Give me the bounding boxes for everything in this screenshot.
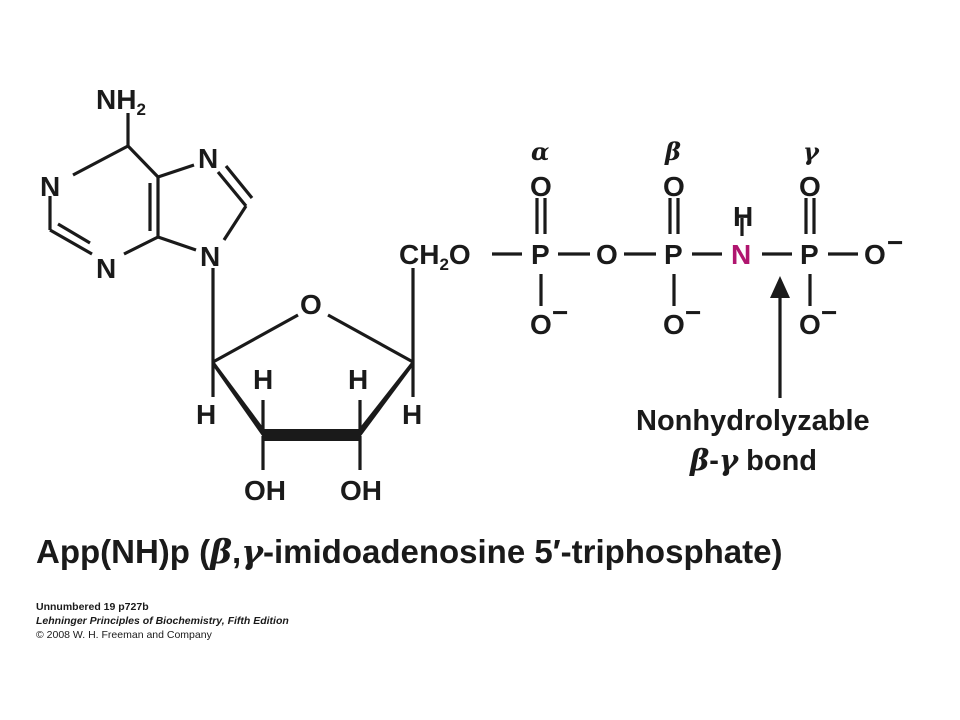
alpha-bottom-oxygen: O — [530, 309, 552, 340]
wedge-c4-c3 — [358, 360, 413, 440]
bond-c8-n9 — [222, 205, 248, 241]
terminal-oxygen-charge: − — [887, 227, 903, 258]
adenine-n1-label: N — [40, 171, 60, 202]
bridging-oxygen: O — [596, 239, 618, 270]
ribose-h1-label: H — [196, 399, 216, 430]
beta-top-oxygen: O — [663, 171, 685, 202]
bond-n7-c8 — [216, 170, 248, 208]
ch2o-label: CH2O — [399, 239, 471, 274]
phosphate-bonds — [492, 198, 858, 398]
credit-figure-id: Unnumbered 19 p727b — [36, 601, 149, 613]
ribose-h3-label: H — [348, 364, 368, 395]
ribose-bonds — [211, 268, 415, 470]
credit-copyright: © 2008 W. H. Freeman and Company — [36, 629, 212, 641]
molecule-title: App(NH)p (β,γ-imidoadenosine 5′-triphosp… — [36, 532, 783, 571]
credit-book-title: Lehninger Principles of Biochemistry, Fi… — [36, 615, 289, 627]
imido-nitrogen: N — [731, 239, 751, 270]
bond-n7-c8-double — [224, 164, 254, 200]
adenine-bonds — [48, 113, 254, 362]
beta-label: β — [664, 137, 681, 166]
bond-o-c4prime — [327, 313, 414, 364]
structure-diagram: NH2 N N N N O H H H H OH OH CH2O P O P N… — [40, 84, 903, 506]
bond-c4-n9 — [157, 235, 197, 252]
bond-c1prime-o — [212, 313, 299, 364]
gamma-label: γ — [803, 137, 820, 166]
arrow-head — [770, 276, 790, 298]
phosphorus-beta: P — [664, 239, 683, 270]
alpha-top-oxygen: O — [530, 171, 552, 202]
phosphorus-alpha: P — [531, 239, 550, 270]
adenine-n7-label: N — [198, 143, 218, 174]
adenine-n3-label: N — [96, 253, 116, 284]
bond-c2-n3 — [49, 228, 93, 256]
ribose-oh3-label: OH — [340, 475, 382, 506]
alpha-bottom-charge: − — [552, 297, 568, 328]
wedge-c2-c3 — [263, 429, 360, 441]
beta-bottom-charge: − — [685, 297, 701, 328]
bond-n3-c4 — [123, 235, 159, 256]
gamma-bottom-oxygen: O — [799, 309, 821, 340]
ribose-h2-label: H — [253, 364, 273, 395]
imido-hydrogen: H — [733, 201, 753, 232]
amino-nh-label: NH2 — [96, 84, 146, 119]
adenine-n9-label: N — [200, 241, 220, 272]
ribose-oh2-label: OH — [244, 475, 286, 506]
bond-c6-c5 — [126, 144, 160, 179]
beta-bottom-oxygen: O — [663, 309, 685, 340]
terminal-oxygen: O — [864, 239, 886, 270]
bond-c5-n7 — [157, 163, 195, 179]
alpha-label: α — [531, 137, 549, 166]
wedge-c1-c2 — [213, 360, 265, 440]
figure-credits: Unnumbered 19 p727b Lehninger Principles… — [36, 600, 289, 642]
gamma-top-oxygen: O — [799, 171, 821, 202]
bond-c6-n1 — [72, 144, 129, 177]
ribose-ring-oxygen: O — [300, 289, 322, 320]
bond-c2-n3-double — [57, 222, 91, 245]
phosphorus-gamma: P — [800, 239, 819, 270]
annotation-line2: β-γ bond — [689, 443, 817, 477]
annotation-line1: Nonhydrolyzable — [636, 405, 870, 437]
ribose-h4-label: H — [402, 399, 422, 430]
gamma-bottom-charge: − — [821, 297, 837, 328]
